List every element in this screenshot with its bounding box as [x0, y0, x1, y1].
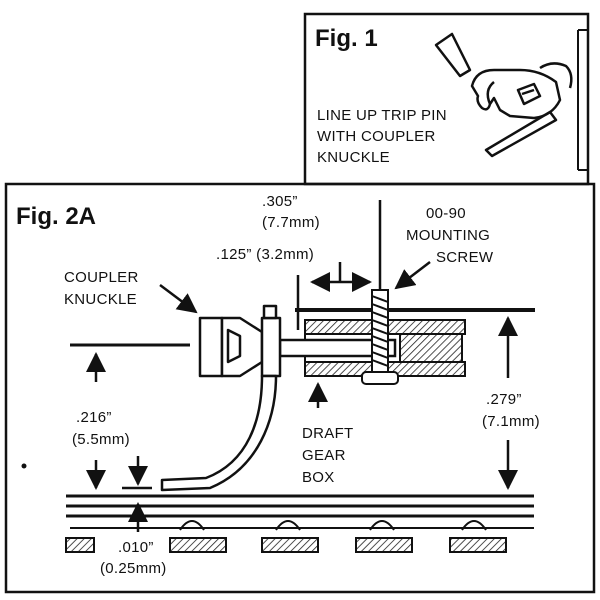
reference-dot	[21, 463, 27, 469]
label-125: .125” (3.2mm)	[216, 246, 314, 263]
svg-text:DRAFT: DRAFT	[302, 425, 354, 442]
svg-text:(7.7mm): (7.7mm)	[262, 214, 320, 231]
svg-text:GEAR: GEAR	[302, 447, 346, 464]
svg-text:.305”: .305”	[262, 193, 298, 210]
label-305: .305” (7.7mm)	[262, 193, 320, 231]
fig2a-panel: Fig. 2A	[4, 182, 596, 594]
svg-text:00-90: 00-90	[426, 205, 466, 222]
fig1-title: Fig. 1	[315, 25, 378, 52]
fig1-note: LINE UP TRIP PIN WITH COUPLER KNUCKLE	[317, 107, 447, 166]
svg-text:MOUNTING: MOUNTING	[406, 227, 490, 244]
mounting-screw	[361, 289, 399, 385]
fig1-note-line-1: LINE UP TRIP PIN	[317, 107, 447, 124]
label-216: .216” (5.5mm)	[72, 409, 130, 448]
svg-text:BOX: BOX	[302, 469, 335, 486]
fig1-note-line-3: KNUCKLE	[317, 149, 390, 166]
label-010: .010” (0.25mm)	[100, 539, 167, 577]
fig2a-title: Fig. 2A	[16, 203, 96, 230]
svg-text:COUPLER: COUPLER	[64, 269, 139, 286]
svg-text:(5.5mm): (5.5mm)	[72, 431, 130, 448]
svg-text:.279”: .279”	[486, 391, 522, 408]
fig1-note-line-2: WITH COUPLER	[317, 128, 436, 145]
dimension-arrows	[86, 261, 518, 532]
svg-text:KNUCKLE: KNUCKLE	[64, 291, 137, 308]
label-279: .279” (7.1mm)	[482, 391, 540, 430]
label-coupler-knuckle: COUPLER KNUCKLE	[64, 269, 139, 308]
rail	[66, 494, 534, 518]
fig1-coupler-illustration	[434, 29, 588, 171]
svg-text:.216”: .216”	[76, 409, 112, 426]
trip-pin	[160, 374, 278, 492]
svg-text:.010”: .010”	[118, 539, 154, 556]
fig1-panel: Fig. 1 LINE UP TRIP PIN WITH COUPLER KNU…	[303, 12, 590, 186]
svg-text:(7.1mm): (7.1mm)	[482, 413, 540, 430]
label-mounting-screw: 00-90 MOUNTING SCREW	[406, 205, 494, 266]
label-draft-gear-box: DRAFT GEAR BOX	[302, 425, 354, 486]
track-ties	[65, 520, 534, 553]
svg-text:(0.25mm): (0.25mm)	[100, 560, 167, 577]
svg-text:SCREW: SCREW	[436, 249, 494, 266]
coupler-head	[198, 304, 282, 378]
fig2a-frame	[4, 182, 596, 594]
